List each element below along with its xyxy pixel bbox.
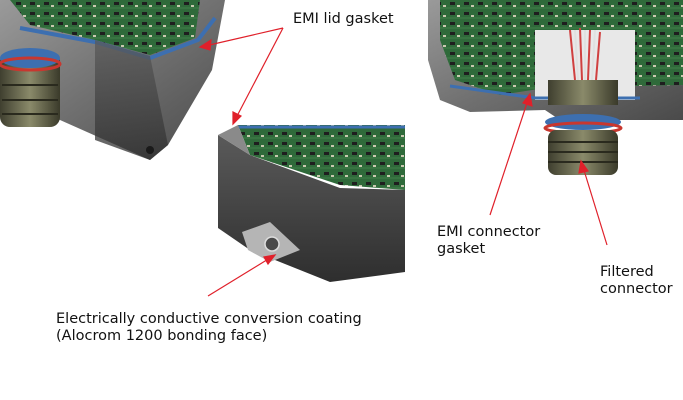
connector-right: [543, 80, 623, 175]
arrow-lid-gasket-b: [235, 27, 284, 119]
arrow-filtered-connector: [582, 166, 608, 246]
photo-right: [428, 0, 683, 175]
label-conductive-coating: Electrically conductive conversion coati…: [56, 311, 362, 344]
arrow-connector-gasket: [489, 99, 529, 216]
arrow-coating: [207, 257, 271, 297]
photo-middle: [218, 125, 405, 282]
label-emi-connector-gasket: EMI connector gasket: [437, 224, 541, 257]
corner-hole: [264, 236, 280, 252]
arrow-lid-gasket-a: [204, 27, 284, 47]
label-emi-lid-gasket: EMI lid gasket: [293, 11, 394, 27]
mounting-hole: [146, 146, 154, 154]
photo-top-left: [0, 0, 225, 160]
wire-bundle: [569, 27, 601, 81]
leader-arrows: [198, 27, 608, 297]
label-filtered-connector: Filtered connector: [600, 264, 673, 297]
pcb-board: [10, 0, 200, 55]
connector-left: [0, 48, 62, 127]
corner-pcb: [238, 125, 405, 190]
